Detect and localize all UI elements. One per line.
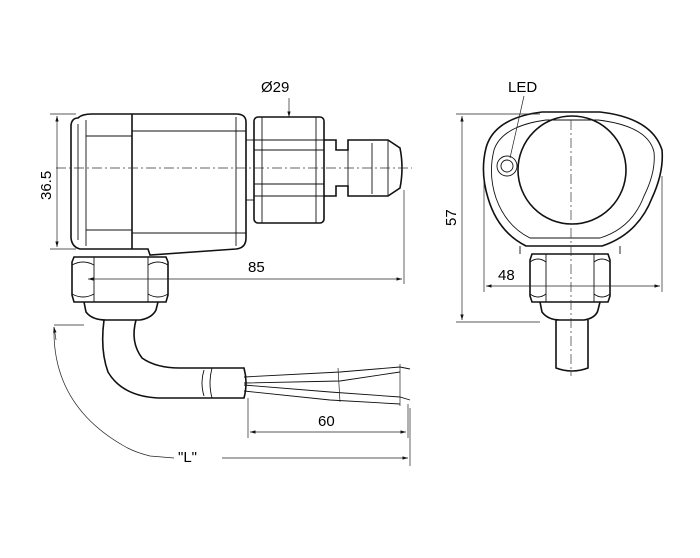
dim-cable-length: "L" (53, 324, 411, 466)
cable-strip-label: 60 (318, 413, 335, 430)
height-front-label: 57 (443, 209, 460, 226)
knurled-nut (246, 116, 325, 224)
led-callout: LED (508, 79, 537, 159)
dim-length-overall: 85 (88, 190, 405, 284)
led-label: LED (508, 79, 537, 96)
front-cable (555, 320, 589, 372)
dim-height-side: 36.5 (38, 113, 76, 250)
width-front-label: 48 (498, 267, 515, 284)
hex-nut (71, 256, 169, 321)
dim-cable-strip: 60 (247, 398, 409, 438)
cable (101, 319, 411, 406)
front-hex-nut (519, 246, 621, 321)
cable-length-label: "L" (178, 449, 197, 466)
length-overall-label: 85 (248, 259, 265, 276)
dim-height-front: 57 (443, 113, 540, 323)
diameter-label: Ø29 (261, 79, 289, 96)
front-housing (482, 111, 664, 247)
front-view: LED 57 48 (443, 79, 664, 376)
height-side-label: 36.5 (38, 171, 55, 200)
led-indicator (496, 155, 518, 177)
sensor-housing (70, 113, 247, 256)
side-view: Ø29 36.5 85 60 "L" (38, 79, 412, 466)
dim-width-front: 48 (483, 176, 663, 292)
dim-diameter: Ø29 (261, 79, 291, 117)
